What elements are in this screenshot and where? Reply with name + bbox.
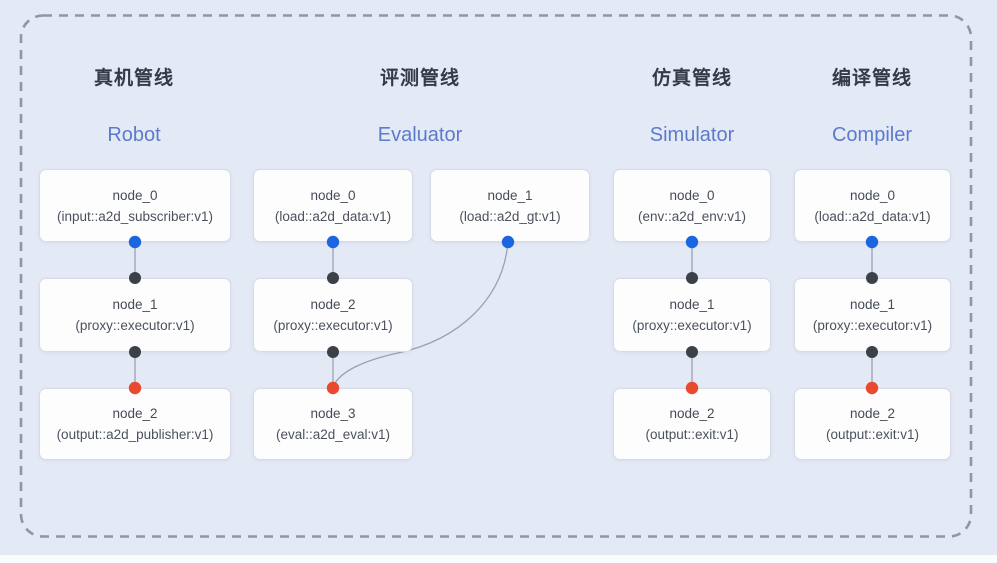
pipeline-title-cn: 编译管线: [831, 68, 913, 89]
node-type: (proxy::executor:v1): [273, 318, 393, 333]
node-card: node_1 (proxy::executor:v1): [613, 278, 771, 352]
node-type: (proxy::executor:v1): [75, 318, 195, 333]
node-name: node_1: [849, 297, 896, 312]
node-name: node_0: [669, 187, 715, 203]
node-card: node_3 (eval::a2d_eval:v1): [253, 388, 413, 460]
pipeline-title-cn: 评测管线: [379, 68, 461, 89]
node-card: node_2 (output::exit:v1): [613, 388, 771, 460]
node-card: node_2 (output::a2d_publisher:v1): [39, 388, 231, 460]
node-card: node_0 (load::a2d_data:v1): [794, 169, 951, 242]
node-name: node_2: [112, 406, 158, 421]
node-name: node_2: [310, 297, 356, 312]
node-name: node_2: [669, 406, 715, 421]
node-name: node_1: [487, 187, 533, 203]
node-type: (load::a2d_gt:v1): [459, 208, 561, 224]
node-card: node_0 (env::a2d_env:v1): [613, 169, 771, 242]
node-name: node_1: [669, 297, 715, 312]
node-type: (eval::a2d_eval:v1): [275, 427, 391, 442]
node-card: node_1 (load::a2d_gt:v1): [430, 169, 590, 242]
node-type: (output::exit:v1): [645, 427, 739, 442]
node-card: node_0 (input::a2d_subscriber:v1): [39, 169, 231, 242]
node-name: node_0: [849, 187, 896, 203]
node-type: (output::a2d_publisher:v1): [56, 427, 214, 442]
node-name: node_2: [849, 406, 896, 421]
node-card: node_2 (proxy::executor:v1): [253, 278, 413, 352]
node-type: (env::a2d_env:v1): [637, 208, 747, 224]
node-type: (load::a2d_data:v1): [814, 208, 931, 224]
pipeline-title-cn: 仿真管线: [651, 68, 733, 89]
node-card: node_1 (proxy::executor:v1): [794, 278, 951, 352]
pipeline-subtitle-en: Evaluator: [377, 124, 463, 146]
node-card: node_1 (proxy::executor:v1): [39, 278, 231, 352]
node-name: node_0: [310, 187, 356, 203]
node-type: (proxy::executor:v1): [632, 318, 752, 333]
pipeline-title-cn: 真机管线: [93, 68, 175, 89]
bottom-strip: [0, 555, 997, 563]
node-type: (load::a2d_data:v1): [274, 208, 392, 224]
node-name: node_3: [310, 406, 356, 421]
node-card: node_2 (output::exit:v1): [794, 388, 951, 460]
node-type: (output::exit:v1): [825, 427, 920, 442]
node-card: node_0 (load::a2d_data:v1): [253, 169, 413, 242]
pipeline-subtitle-en: Robot: [107, 124, 161, 146]
node-name: node_0: [112, 187, 158, 203]
pipeline-subtitle-en: Compiler: [831, 124, 913, 146]
node-name: node_1: [112, 297, 158, 312]
pipeline-subtitle-en: Simulator: [649, 124, 735, 146]
node-type: (proxy::executor:v1): [812, 318, 933, 333]
node-type: (input::a2d_subscriber:v1): [56, 208, 214, 224]
